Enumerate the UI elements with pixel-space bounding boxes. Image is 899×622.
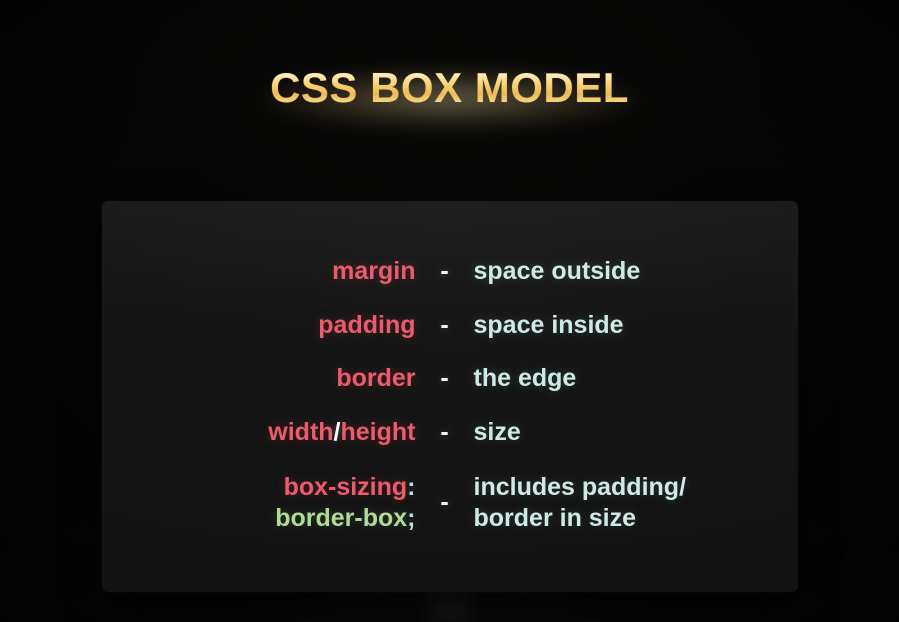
term-label: border: [336, 364, 416, 392]
definition-label: size: [473, 417, 521, 446]
list-item: border - the edge: [102, 363, 798, 395]
definition-label: the edge: [473, 364, 577, 392]
term-label: margin: [332, 257, 416, 285]
term-label: width/height: [127, 417, 416, 449]
list-item: box-sizing:border-box; - includes paddin…: [102, 472, 798, 533]
separator-dash: -: [440, 257, 449, 285]
term-property: box-sizing: [283, 473, 408, 501]
term-value-line: border-box;: [127, 503, 416, 534]
term-colon: :: [407, 473, 416, 501]
term-property-line: box-sizing:: [127, 472, 416, 503]
separator-dash: -: [440, 364, 449, 392]
list-item: padding - space inside: [102, 310, 798, 342]
separator-dash: -: [440, 417, 449, 446]
term-slash: /: [333, 417, 341, 446]
definition-label: space outside: [473, 257, 641, 285]
definitions-card: margin - space outside padding - space i…: [102, 201, 798, 592]
term-semicolon: ;: [407, 503, 416, 532]
term-label: box-sizing:border-box;: [127, 472, 416, 534]
term-height: height: [340, 417, 416, 446]
term-label: padding: [318, 310, 416, 339]
definition-label: includes padding/border in size: [474, 472, 774, 533]
definitions-list: margin - space outside padding - space i…: [102, 201, 798, 592]
term-width: width: [268, 417, 334, 446]
list-item: width/height - size: [102, 417, 798, 449]
term-value: border-box: [275, 503, 408, 532]
definition-label: space inside: [473, 310, 624, 339]
definition-line-2: border in size: [473, 503, 637, 532]
title-container: CSS BOX MODEL: [0, 64, 899, 126]
definition-line-1: includes padding/: [473, 473, 687, 501]
separator-dash: -: [440, 487, 449, 516]
page-title: CSS BOX MODEL: [270, 64, 629, 111]
list-item: margin - space outside: [102, 256, 798, 288]
separator-dash: -: [440, 310, 449, 339]
